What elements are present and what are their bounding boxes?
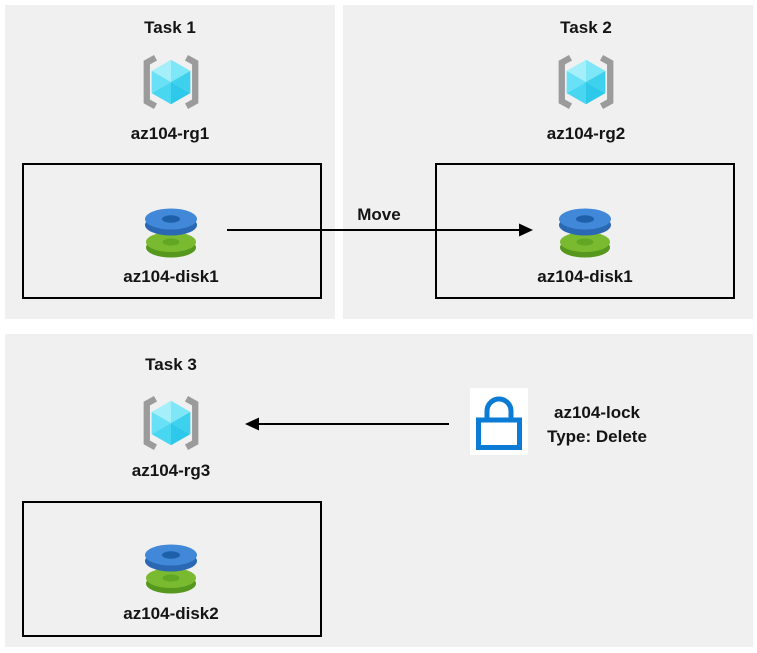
move-arrow-label: Move: [357, 205, 401, 224]
resource-group-icon: [140, 53, 202, 111]
task1-panel: [5, 5, 335, 319]
lock-name: az104-lock: [554, 403, 640, 422]
arrow-left-icon: [245, 417, 449, 431]
resource-group-icon: [140, 394, 202, 452]
task3-title: Task 3: [145, 355, 197, 374]
task1-resource-group-label: az104-rg1: [130, 124, 210, 143]
resource-group-icon: [555, 53, 617, 111]
lock-caption: az104-lock Type: Delete: [532, 401, 662, 449]
task2-panel: [343, 5, 753, 319]
task3-disk-label: az104-disk2: [123, 604, 219, 623]
disk-icon: [557, 204, 613, 258]
lock-tile: [470, 388, 528, 455]
task3-resource-group-label: az104-rg3: [131, 461, 211, 480]
disk-icon: [143, 204, 199, 258]
task2-title: Task 2: [560, 18, 612, 37]
lock-type: Type: Delete: [547, 427, 647, 446]
lock-icon: [470, 388, 528, 455]
arrow-right-icon: [227, 223, 533, 237]
disk-icon: [143, 540, 199, 594]
task3-panel: [5, 334, 753, 647]
task3-resource-box: [22, 501, 322, 637]
task2-resource-group-label: az104-rg2: [546, 124, 626, 143]
task1-disk-label: az104-disk1: [123, 267, 219, 286]
task1-title: Task 1: [144, 18, 196, 37]
task2-disk-label: az104-disk1: [537, 267, 633, 286]
